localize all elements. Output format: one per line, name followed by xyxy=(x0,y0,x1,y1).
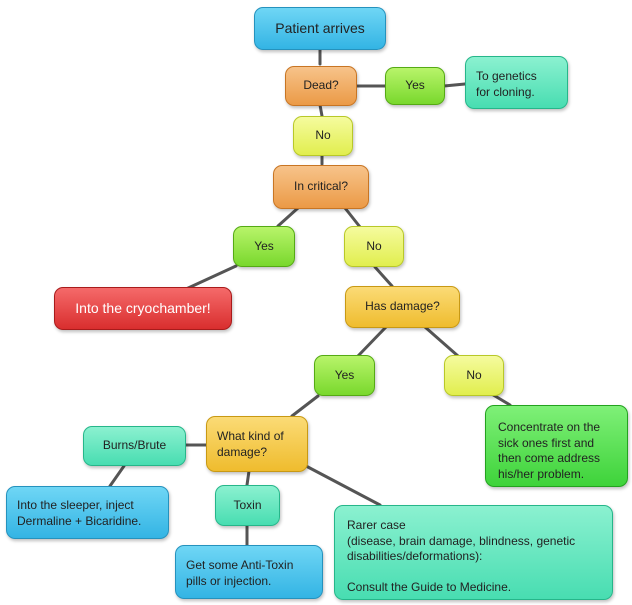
dead-no-node: No xyxy=(293,116,353,156)
edge-hasdamage-no xyxy=(423,325,460,358)
edge-yes-cryo xyxy=(184,264,238,291)
toxin-node: Toxin xyxy=(215,485,280,526)
critical-question-node: In critical? xyxy=(273,165,369,209)
rarer-case-outcome-node: Rarer case (disease, brain damage, blind… xyxy=(334,505,613,600)
edge-yes-whatkind xyxy=(290,394,320,418)
cryochamber-outcome-node: Into the cryochamber! xyxy=(54,287,232,330)
edge-no-hasdamage xyxy=(373,265,394,288)
edge-critical-no xyxy=(343,206,362,229)
edge-hasdamage-yes xyxy=(356,325,388,358)
dead-question-node: Dead? xyxy=(285,66,357,106)
edge-whatkind-rarer xyxy=(304,464,382,507)
what-kind-question-node: What kind of damage? xyxy=(206,416,308,472)
genetics-outcome-node: To genetics for cloning. xyxy=(465,56,568,109)
dead-yes-node: Yes xyxy=(385,67,445,105)
antitoxin-outcome-node: Get some Anti-Toxin pills or injection. xyxy=(175,545,323,599)
damage-yes-node: Yes xyxy=(314,355,375,396)
critical-yes-node: Yes xyxy=(233,226,295,267)
sleeper-outcome-node: Into the sleeper, inject Dermaline + Bic… xyxy=(6,486,169,539)
edge-dead-no xyxy=(318,103,324,118)
has-damage-question-node: Has damage? xyxy=(345,286,460,328)
critical-no-node: No xyxy=(344,226,404,267)
edge-critical-yes xyxy=(276,206,300,228)
edge-whatkind-toxin xyxy=(245,469,251,487)
edge-burns-sleeper xyxy=(108,464,126,488)
concentrate-outcome-node: Concentrate on the sick ones first and t… xyxy=(485,405,628,487)
edge-yes-genetics xyxy=(442,82,467,88)
patient-arrives-node: Patient arrives xyxy=(254,7,386,50)
burns-brute-node: Burns/Brute xyxy=(83,426,186,466)
damage-no-node: No xyxy=(444,355,504,396)
